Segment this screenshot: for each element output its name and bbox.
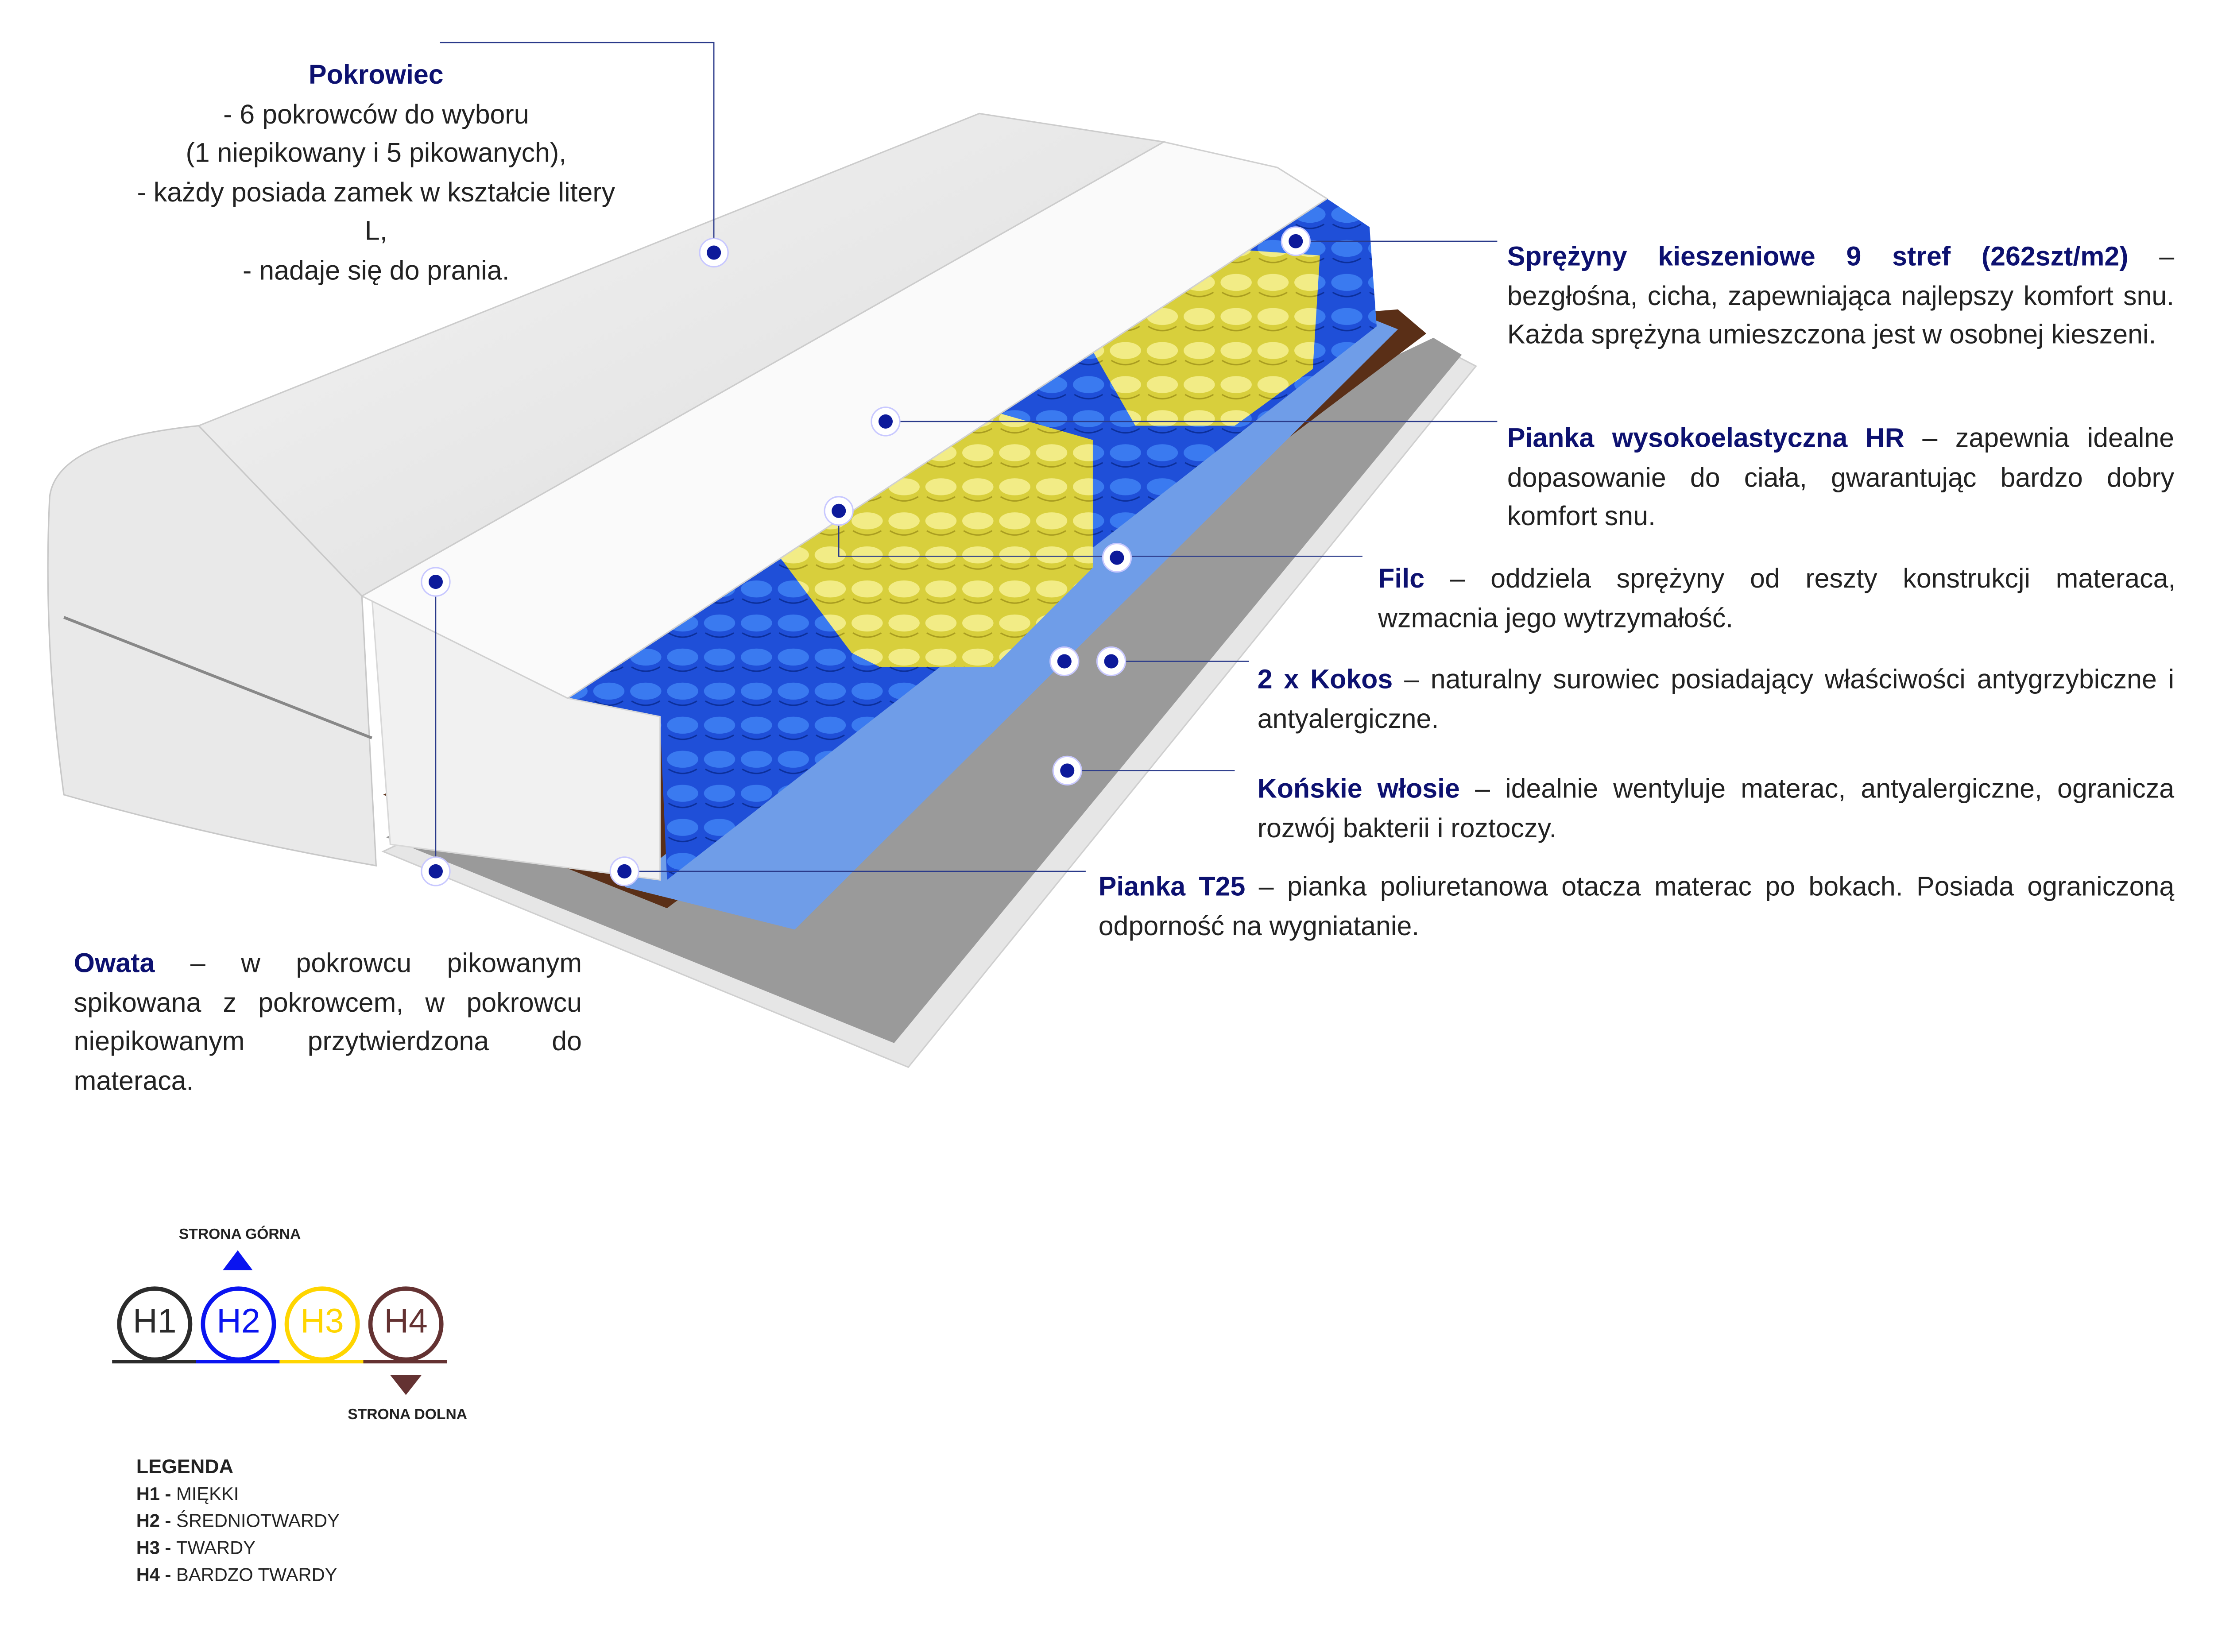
legend-title: LEGENDA [136,1455,234,1478]
filc-text: – oddziela sprężyny od reszty konstrukcj… [1378,565,2176,634]
legend-label: TWARDY [176,1537,256,1559]
callout-dot [878,414,893,429]
filc-block: Filc – oddziela sprężyny od reszty konst… [1378,561,2175,638]
legend-label: ŚREDNIOTWARDY [176,1510,340,1532]
sprezyny-title: Sprężyny kieszeniowe 9 stref (262szt/m2) [1507,243,2129,273]
legend-code: H3 [136,1537,160,1559]
pokrowiec-line: (1 niepikowany i 5 pikowanych), [186,139,567,169]
hardness-label: H1 [133,1303,177,1341]
wlosie-text: – idealnie wentyluje materac, antyalergi… [1257,774,2175,844]
callout-dot [1060,763,1075,778]
legend-sep: - [159,1537,177,1559]
legend-sep: - [159,1564,177,1586]
legend-code: H4 [136,1564,160,1586]
t25-text: – pianka poliuretanowa otacza materac po… [1098,873,2175,942]
pokrowiec-line: - nadaje się do prania. [243,256,510,286]
callout-dot [1057,654,1072,669]
kokos-title: 2 x Kokos [1257,665,1393,696]
legend-row: H3 - TWARDY [136,1534,340,1561]
owata-block: Owata – w pokrowcu pikowanym spikowana z… [74,945,582,1102]
pokrowiec-line: - każdy posiada zamek w kształcie litery… [137,178,615,247]
t25-title: Pianka T25 [1098,873,1246,903]
springs-yellow-2 [1078,248,1320,426]
callout-dot [428,575,443,589]
legend-row: H1 - MIĘKKI [136,1480,340,1507]
pianka-hr-block: Pianka wysokoelastyczna HR – zapewnia id… [1507,420,2174,537]
legend: LEGENDA H1 - MIĘKKI H2 - ŚREDNIOTWARDY H… [136,1453,340,1588]
filc-title: Filc [1378,565,1425,595]
sprezyny-block: Sprężyny kieszeniowe 9 stref (262szt/m2)… [1507,238,2174,355]
callout-dot [1289,234,1303,248]
legend-code: H1 [136,1483,160,1505]
callout-dot [707,245,721,260]
legend-code: H2 [136,1510,160,1532]
bottom-side-label: STRONA DOLNA [348,1406,468,1424]
pokrowiec-title: Pokrowiec [309,61,444,91]
t25-block: Pianka T25 – pianka poliuretanowa otacza… [1099,869,2174,947]
hardness-label: H3 [300,1303,344,1341]
wlosie-block: Końskie włosie – idealnie wentyluje mate… [1258,770,2174,848]
callout-dot [832,503,846,518]
wlosie-title: Końskie włosie [1257,774,1460,805]
callout-dot [1104,654,1119,669]
legend-sep: - [159,1483,177,1505]
kokos-text: – naturalny surowiec posiadający właściw… [1257,665,2175,735]
hardness-label: H2 [217,1303,260,1341]
callout-dot [617,864,632,878]
springs-yellow-1 [766,411,1093,667]
legend-label: BARDZO TWARDY [176,1564,337,1586]
pianka-hr-text: – zapewnia idealne dopasowanie do ciała,… [1507,424,2175,532]
owata-text: – w pokrowcu pikowanym spikowana z pokro… [74,949,582,1096]
hardness-label: H4 [384,1303,428,1341]
pokrowiec-line: - 6 pokrowców do wyboru [223,100,529,130]
callout-dot [1110,550,1124,565]
callout-dot [428,864,443,878]
legend-row: H2 - ŚREDNIOTWARDY [136,1507,340,1534]
cover-end [47,425,377,867]
owata-title: Owata [74,949,155,979]
kokos-block: 2 x Kokos – naturalny surowiec posiadają… [1258,662,2174,739]
top-side-label: STRONA GÓRNA [178,1226,301,1243]
pianka-hr-title: Pianka wysokoelastyczna HR [1507,424,1904,454]
pokrowiec-block: Pokrowiec - 6 pokrowców do wyboru (1 nie… [128,57,624,291]
legend-label: MIĘKKI [176,1483,239,1505]
sprezyny-text: – bezgłośna, cicha, zapewniająca najleps… [1507,243,2175,351]
legend-sep: - [159,1510,177,1532]
legend-row: H4 - BARDZO TWARDY [136,1561,340,1588]
